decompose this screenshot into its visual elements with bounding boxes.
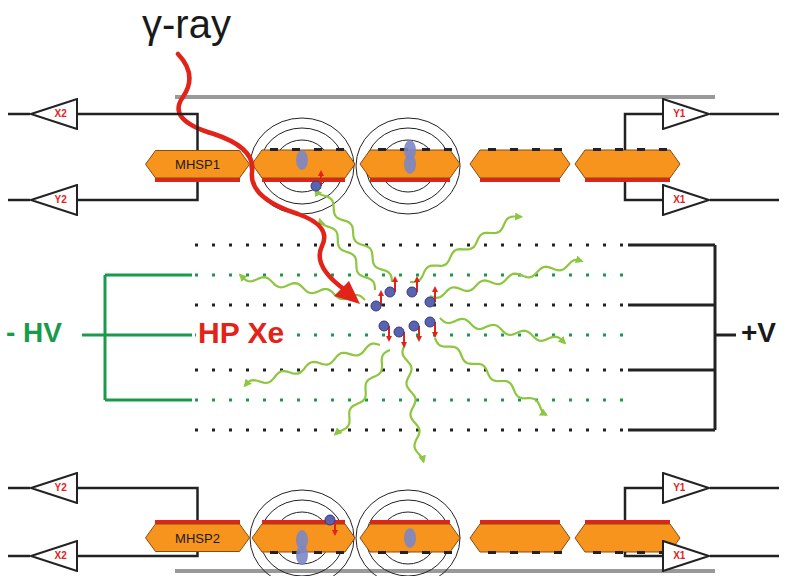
- amplifier-symbol: X1: [662, 540, 710, 572]
- readout-wires: [8, 114, 779, 556]
- signal-wire: [78, 182, 198, 200]
- gamma-ray-arrowhead: [334, 281, 360, 304]
- signal-wire: [78, 488, 198, 520]
- chamber-wall: [175, 95, 715, 99]
- v-bracket: [628, 245, 736, 430]
- channel-label: X1: [673, 551, 685, 561]
- voltage-label: - HV: [4, 318, 64, 349]
- plate-label: MHSP1: [175, 158, 220, 171]
- mhsp-elements: [252, 140, 680, 565]
- node-outline: [662, 540, 710, 572]
- node-outline: [662, 472, 710, 504]
- channel-label: Y2: [55, 195, 67, 205]
- channel-label: X2: [55, 551, 67, 561]
- amplifier-symbol: Y2: [30, 472, 78, 504]
- amplifier-symbol: Y2: [30, 184, 78, 216]
- amplifier-symbol: X2: [30, 98, 78, 130]
- gamma-ray-label: γ-ray: [140, 2, 233, 46]
- hv-bracket: [82, 275, 192, 400]
- channel-label: Y1: [673, 483, 685, 493]
- signal-wire: [78, 552, 198, 556]
- node-outline: [30, 472, 78, 504]
- amplifier-symbol: Y1: [662, 98, 710, 130]
- gas-label: HP Xe: [196, 316, 286, 349]
- amplifier-symbol: X2: [30, 540, 78, 572]
- channel-label: Y2: [55, 483, 67, 493]
- plate-label: MHSP2: [175, 532, 220, 545]
- amplifier-symbol: Y1: [662, 472, 710, 504]
- electrode-grid: [195, 245, 630, 430]
- node-outline: [662, 184, 710, 216]
- node-outline: [30, 98, 78, 130]
- voltage-label: +V: [739, 318, 778, 349]
- channel-label: Y1: [673, 109, 685, 119]
- channel-label: X1: [673, 195, 685, 205]
- channel-label: X2: [55, 109, 67, 119]
- scintillation-photons: [240, 190, 582, 462]
- mhsp-plate: MHSP2: [145, 520, 250, 552]
- node-outline: [30, 184, 78, 216]
- node-outline: [30, 540, 78, 572]
- signal-wire: [78, 114, 198, 150]
- ionization-electrons: [311, 172, 435, 534]
- amplifier-symbol: X1: [662, 184, 710, 216]
- node-outline: [662, 98, 710, 130]
- mhsp-plate: MHSP1: [145, 150, 250, 182]
